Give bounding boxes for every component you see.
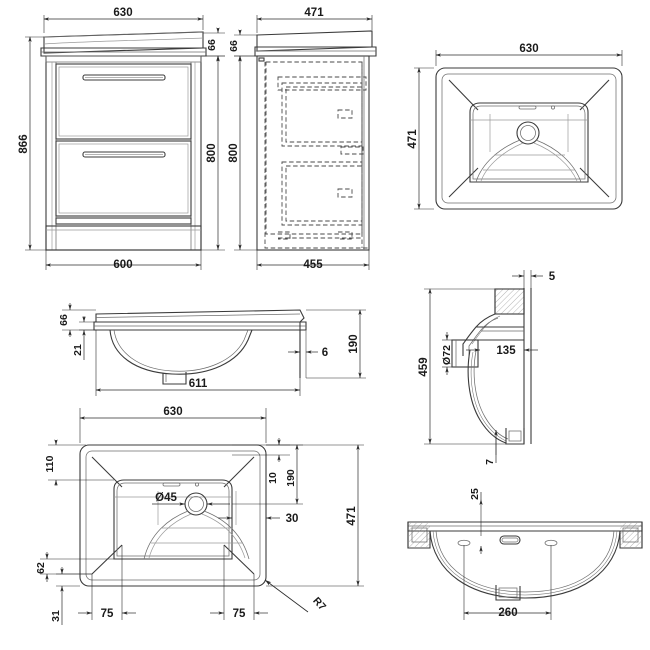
view-front-elevation: 630 866 600 66 800 (18, 7, 225, 271)
view-basin-front-section: 66 21 6 190 611 (58, 303, 366, 396)
dim-75-right: 75 (233, 608, 246, 620)
dim-10-plan: 10 (267, 472, 279, 484)
dim-630-plan: 630 (163, 406, 182, 418)
dim-66-front: 66 (206, 39, 218, 51)
dim-800-front: 800 (206, 143, 218, 162)
dim-611: 611 (189, 378, 208, 390)
view-basin-plan: 630 110 62 31 75 75 R7 (35, 406, 364, 625)
dim-30-plan: 30 (286, 513, 299, 525)
dim-630-iso: 630 (519, 43, 538, 55)
dim-471-iso: 471 (407, 129, 419, 149)
dim-190-section: 190 (348, 334, 360, 353)
view-basin-rear: 25 260 (407, 488, 643, 620)
dim-21-section: 21 (72, 344, 84, 356)
dim-471-side: 471 (304, 7, 324, 19)
dim-866: 866 (18, 134, 30, 153)
view-basin-side-section: 5 459 Ø72 135 7 (418, 270, 556, 465)
dim-66-section: 66 (58, 314, 70, 326)
dim-135: 135 (496, 345, 516, 357)
dim-75-left: 75 (101, 608, 114, 620)
dim-190-plan: 190 (285, 469, 297, 487)
dim-600: 600 (113, 259, 132, 271)
dim-471-plan: 471 (346, 506, 358, 526)
dim-31-plan: 31 (50, 610, 62, 622)
dim-630-front: 630 (113, 7, 132, 19)
dim-5-side: 5 (549, 271, 556, 283)
dim-62-plan: 62 (35, 562, 47, 574)
dim-455: 455 (303, 259, 323, 271)
dim-dia45-plan: Ø45 (155, 492, 177, 504)
view-side-elevation: 471 66 800 455 (228, 7, 377, 271)
dim-459: 459 (418, 357, 430, 376)
dim-6-section: 6 (322, 347, 328, 359)
dim-800-side: 800 (228, 143, 240, 162)
dim-dia72: Ø72 (441, 345, 453, 365)
dim-66-side: 66 (228, 40, 240, 52)
dim-25-rear: 25 (469, 488, 481, 500)
view-basin-isometric: 630 471 (407, 43, 623, 210)
dim-7: 7 (484, 459, 496, 465)
dim-110-plan: 110 (44, 455, 56, 472)
dim-260: 260 (498, 607, 517, 619)
